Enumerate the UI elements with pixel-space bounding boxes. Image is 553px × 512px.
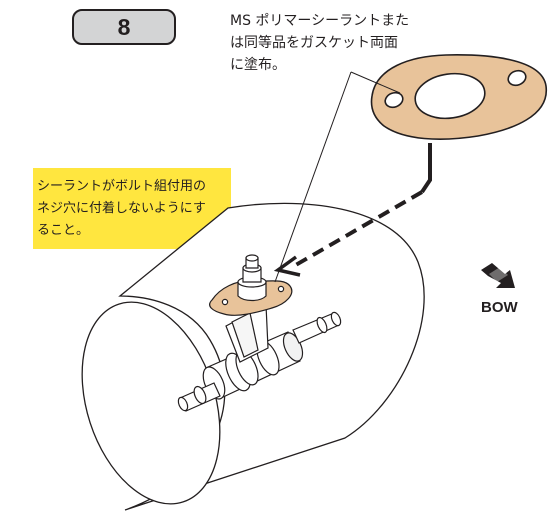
step-number-badge: 8 [72,9,176,45]
installation-arrow [273,143,432,277]
leader-lines [274,71,401,283]
sealant-instruction-line: MS ポリマーシーラントまた [230,13,410,29]
bow-direction-arrow-icon [481,263,515,288]
caution-note-line: シーラントがボルト組付用の [37,179,207,194]
valve-stem [237,254,267,302]
gasket-part [370,54,547,140]
caution-note-line: ること。 [37,223,90,238]
bow-direction-label: BOW [481,299,518,316]
step-number: 8 [117,13,131,40]
sealant-instruction: MS ポリマーシーラントまた は同等品をガスケット両面 に塗布。 [230,10,480,76]
sealant-instruction-line: は同等品をガスケット両面 [230,35,398,51]
sealant-instruction-line: に塗布。 [230,57,286,73]
caution-note-line: ネジ穴に付着しないようにす [37,201,206,216]
valve-body [177,304,342,412]
